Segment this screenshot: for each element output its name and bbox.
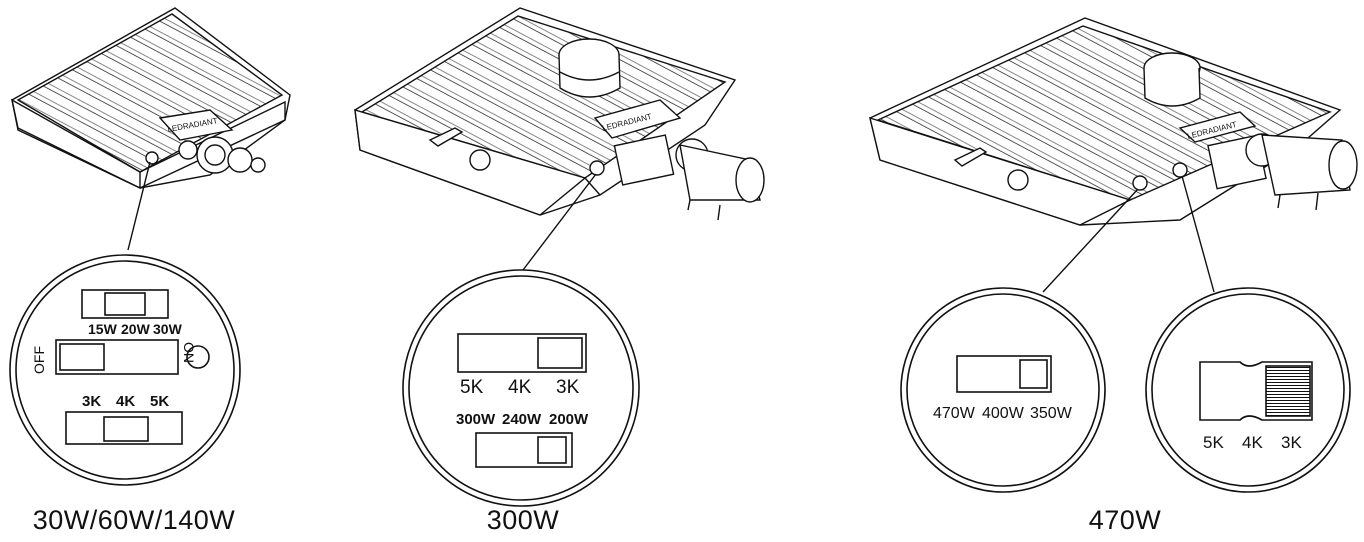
power-label-470w: 470W (933, 405, 976, 422)
cct-label-5k: 5K (150, 393, 169, 410)
cct-label-4k: 4K (508, 377, 532, 398)
power-label-200w: 200W (549, 411, 589, 428)
fixture-30w-drawing: LEDRADIANT (10, 7, 291, 251)
caption-30w-60w-140w: 30W/60W/140W (32, 505, 236, 535)
power-label-400w: 400W (982, 405, 1025, 422)
power-label-30w: 30W (153, 321, 183, 337)
cct-label-5k: 5K (1203, 433, 1224, 452)
caption-470w: 470W (1088, 505, 1162, 535)
switch-detail-470w-power (900, 287, 1106, 493)
cct-label-4k: 4K (116, 393, 135, 410)
power-label-300w: 300W (456, 411, 496, 428)
switch-detail-300w (402, 269, 640, 507)
fixture-470w-drawing: LEDRADIANT (869, 17, 1358, 293)
switch-off-label: OFF (31, 346, 47, 374)
cct-label-3k: 3K (1281, 433, 1302, 452)
cct-label-3k: 3K (82, 393, 101, 410)
switch-on-label: ON (181, 342, 197, 363)
fixture-300w-drawing: LEDRADIANT (354, 7, 765, 271)
power-label-350w: 350W (1030, 405, 1073, 422)
cct-label-3k: 3K (556, 377, 580, 398)
cct-label-5k: 5K (460, 377, 484, 398)
power-label-15w: 15W (88, 321, 118, 337)
power-label-20w: 20W (121, 321, 151, 337)
caption-300w: 300W (486, 505, 560, 535)
switch-detail-30w (9, 254, 241, 486)
power-label-240w: 240W (502, 411, 542, 428)
switch-detail-470w-cct (1145, 287, 1351, 493)
cct-label-4k: 4K (1242, 433, 1263, 452)
